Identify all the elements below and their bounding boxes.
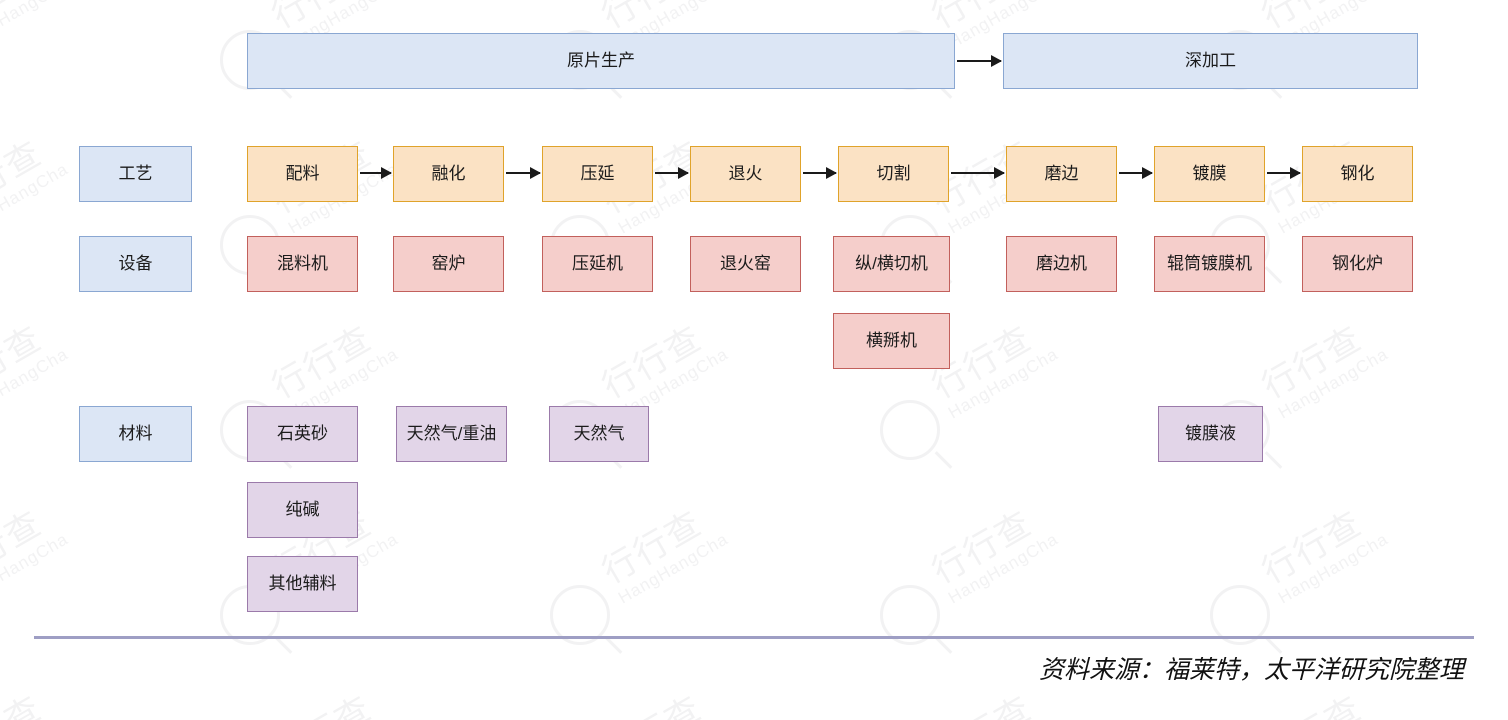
process-step-7[interactable]: 镀膜 [1154,146,1265,202]
process-arrow-1 [360,172,391,174]
equipment-item-4[interactable]: 退火窑 [690,236,801,292]
process-step-6[interactable]: 磨边 [1006,146,1117,202]
process-step-4[interactable]: 退火 [690,146,801,202]
equipment-item-3[interactable]: 压延机 [542,236,653,292]
material-item-5[interactable]: 天然气 [549,406,649,462]
material-item-3[interactable]: 其他辅料 [247,556,358,612]
material-item-4[interactable]: 天然气/重油 [396,406,507,462]
equipment-item-8[interactable]: 辊筒镀膜机 [1154,236,1265,292]
material-item-2[interactable]: 纯碱 [247,482,358,538]
row-label-3[interactable]: 材料 [79,406,192,462]
process-arrow-4 [803,172,836,174]
process-step-8[interactable]: 钢化 [1302,146,1413,202]
process-step-1[interactable]: 配料 [247,146,358,202]
process-arrow-3 [655,172,688,174]
material-item-1[interactable]: 石英砂 [247,406,358,462]
material-item-6[interactable]: 镀膜液 [1158,406,1263,462]
row-label-1[interactable]: 工艺 [79,146,192,202]
equipment-item-7[interactable]: 磨边机 [1006,236,1117,292]
row-label-2[interactable]: 设备 [79,236,192,292]
equipment-item-5[interactable]: 纵/横切机 [833,236,950,292]
equipment-item-1[interactable]: 混料机 [247,236,358,292]
equipment-item-9[interactable]: 钢化炉 [1302,236,1413,292]
equipment-item-2[interactable]: 窑炉 [393,236,504,292]
source-note: 资料来源：福莱特，太平洋研究院整理 [1038,657,1464,684]
process-arrow-2 [506,172,540,174]
process-step-2[interactable]: 融化 [393,146,504,202]
process-arrow-5 [951,172,1004,174]
process-step-3[interactable]: 压延 [542,146,653,202]
process-arrow-6 [1119,172,1152,174]
footer-divider [34,636,1474,639]
process-step-5[interactable]: 切割 [838,146,949,202]
stage-banner-1[interactable]: 原片生产 [247,33,955,89]
stage-banner-2[interactable]: 深加工 [1003,33,1418,89]
stage-banner-arrow [957,60,1001,62]
process-arrow-7 [1267,172,1300,174]
equipment-item-6[interactable]: 横掰机 [833,313,950,369]
